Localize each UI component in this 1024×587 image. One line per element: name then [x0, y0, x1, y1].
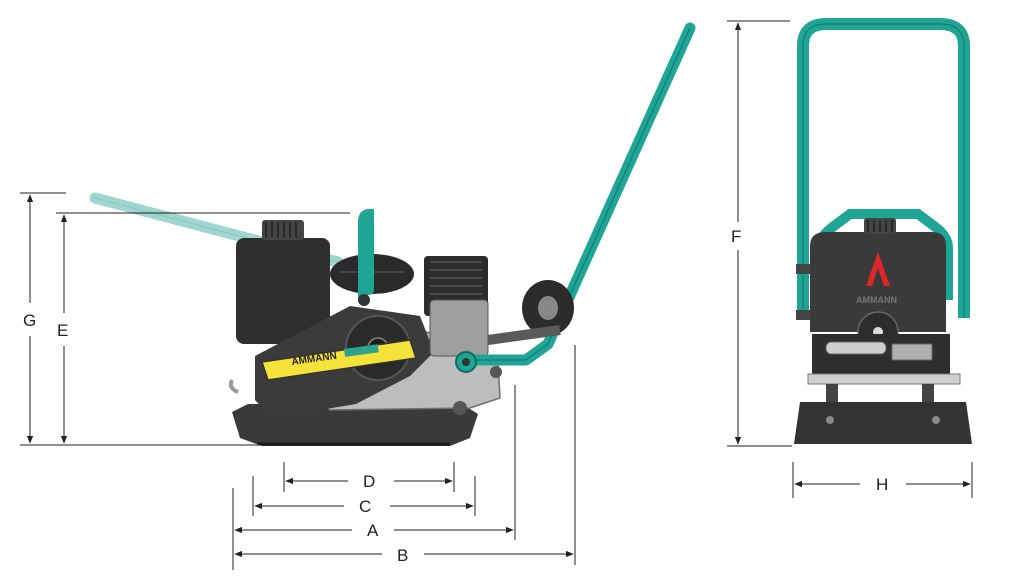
ammann-logo-icon: [866, 252, 890, 286]
dimension-lines: [20, 20, 973, 570]
dim-label-h: H: [876, 475, 888, 494]
fuel-tank: [236, 238, 330, 344]
front-frame-bar: [807, 373, 961, 385]
side-view-machine: AMMANN: [89, 22, 696, 446]
dim-label-b: B: [397, 546, 408, 565]
front-brand: AMMANN: [856, 295, 897, 305]
front-body: [810, 232, 946, 332]
lift-hook: [358, 208, 374, 303]
dim-label-g: G: [23, 311, 36, 330]
dim-label-d: D: [363, 472, 375, 491]
handle-operating: [464, 22, 696, 366]
dim-label-a: A: [367, 521, 379, 540]
base-plate: [232, 404, 478, 446]
dim-label-e: E: [57, 321, 68, 340]
front-view-machine: AMMANN: [794, 18, 972, 444]
fuel-cap: [262, 220, 304, 240]
dim-label-c: C: [359, 497, 371, 516]
dim-label-f: F: [731, 227, 741, 246]
front-base-plate: [794, 402, 972, 444]
